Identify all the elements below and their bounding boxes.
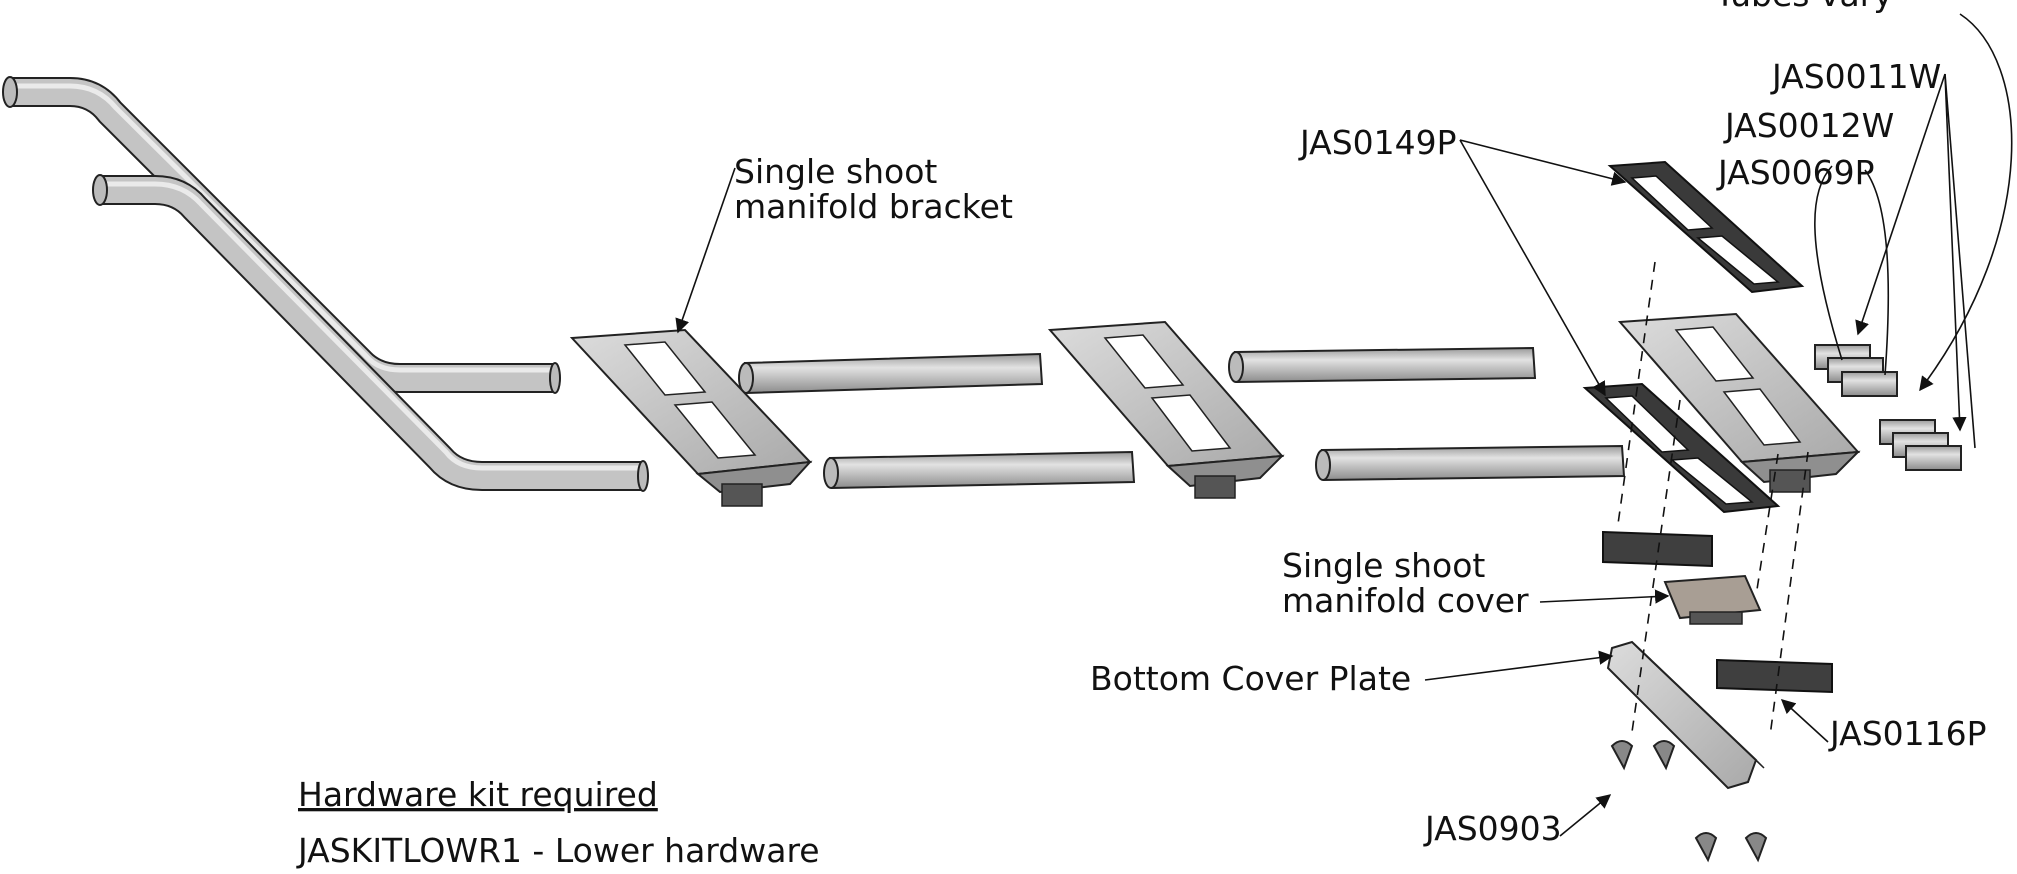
gasket-frame-upper <box>1607 160 1805 294</box>
end-plate-left <box>1602 530 1713 568</box>
bottom-cover-plate-part <box>1606 640 1765 790</box>
leader-lines <box>675 13 2013 837</box>
straight-tube-2 <box>823 450 1136 490</box>
tube-stubs-upper <box>1814 344 1898 397</box>
alignment-lines <box>1617 261 1809 737</box>
label-tubes-vary: Tubes vary <box>1714 0 1893 14</box>
tube-stubs-lower <box>1879 419 1962 471</box>
straight-tube-4 <box>1315 444 1626 482</box>
clips-jas0903-lower <box>1694 832 1768 863</box>
label-jas0012w: JAS0012W <box>1723 106 1894 145</box>
label-jas0069p: JAS0069P <box>1716 153 1875 192</box>
bent-tube-lower <box>92 174 649 492</box>
manifold-cover-part <box>1663 574 1762 625</box>
label-bottom-cover-plate: Bottom Cover Plate <box>1090 659 1411 698</box>
bent-tube-upper <box>2 76 561 394</box>
end-plate-right <box>1716 658 1833 694</box>
manifold-bracket-2 <box>1047 320 1285 499</box>
gasket-frame-lower <box>1582 382 1781 514</box>
straight-tube-1 <box>738 352 1044 395</box>
label-jas0903: JAS0903 <box>1423 809 1562 848</box>
label-cover-line2: manifold cover <box>1282 581 1529 620</box>
manifold-bracket-3 <box>1617 312 1861 493</box>
label-jas0149p: JAS0149P <box>1298 123 1457 162</box>
hardware-item: JASKITLOWR1 - Lower hardware <box>296 831 820 870</box>
label-bracket-line2: manifold bracket <box>734 187 1013 226</box>
clips-jas0903-upper <box>1610 740 1676 771</box>
label-jas0011w: JAS0011W <box>1770 57 1941 96</box>
label-jas0116p: JAS0116P <box>1828 714 1987 753</box>
label-cover-line1: Single shoot <box>1282 546 1485 585</box>
label-bracket-line1: Single shoot <box>734 152 937 191</box>
manifold-bracket-1 <box>569 328 813 507</box>
straight-tube-3 <box>1228 346 1537 384</box>
hardware-heading: Hardware kit required <box>298 775 658 814</box>
